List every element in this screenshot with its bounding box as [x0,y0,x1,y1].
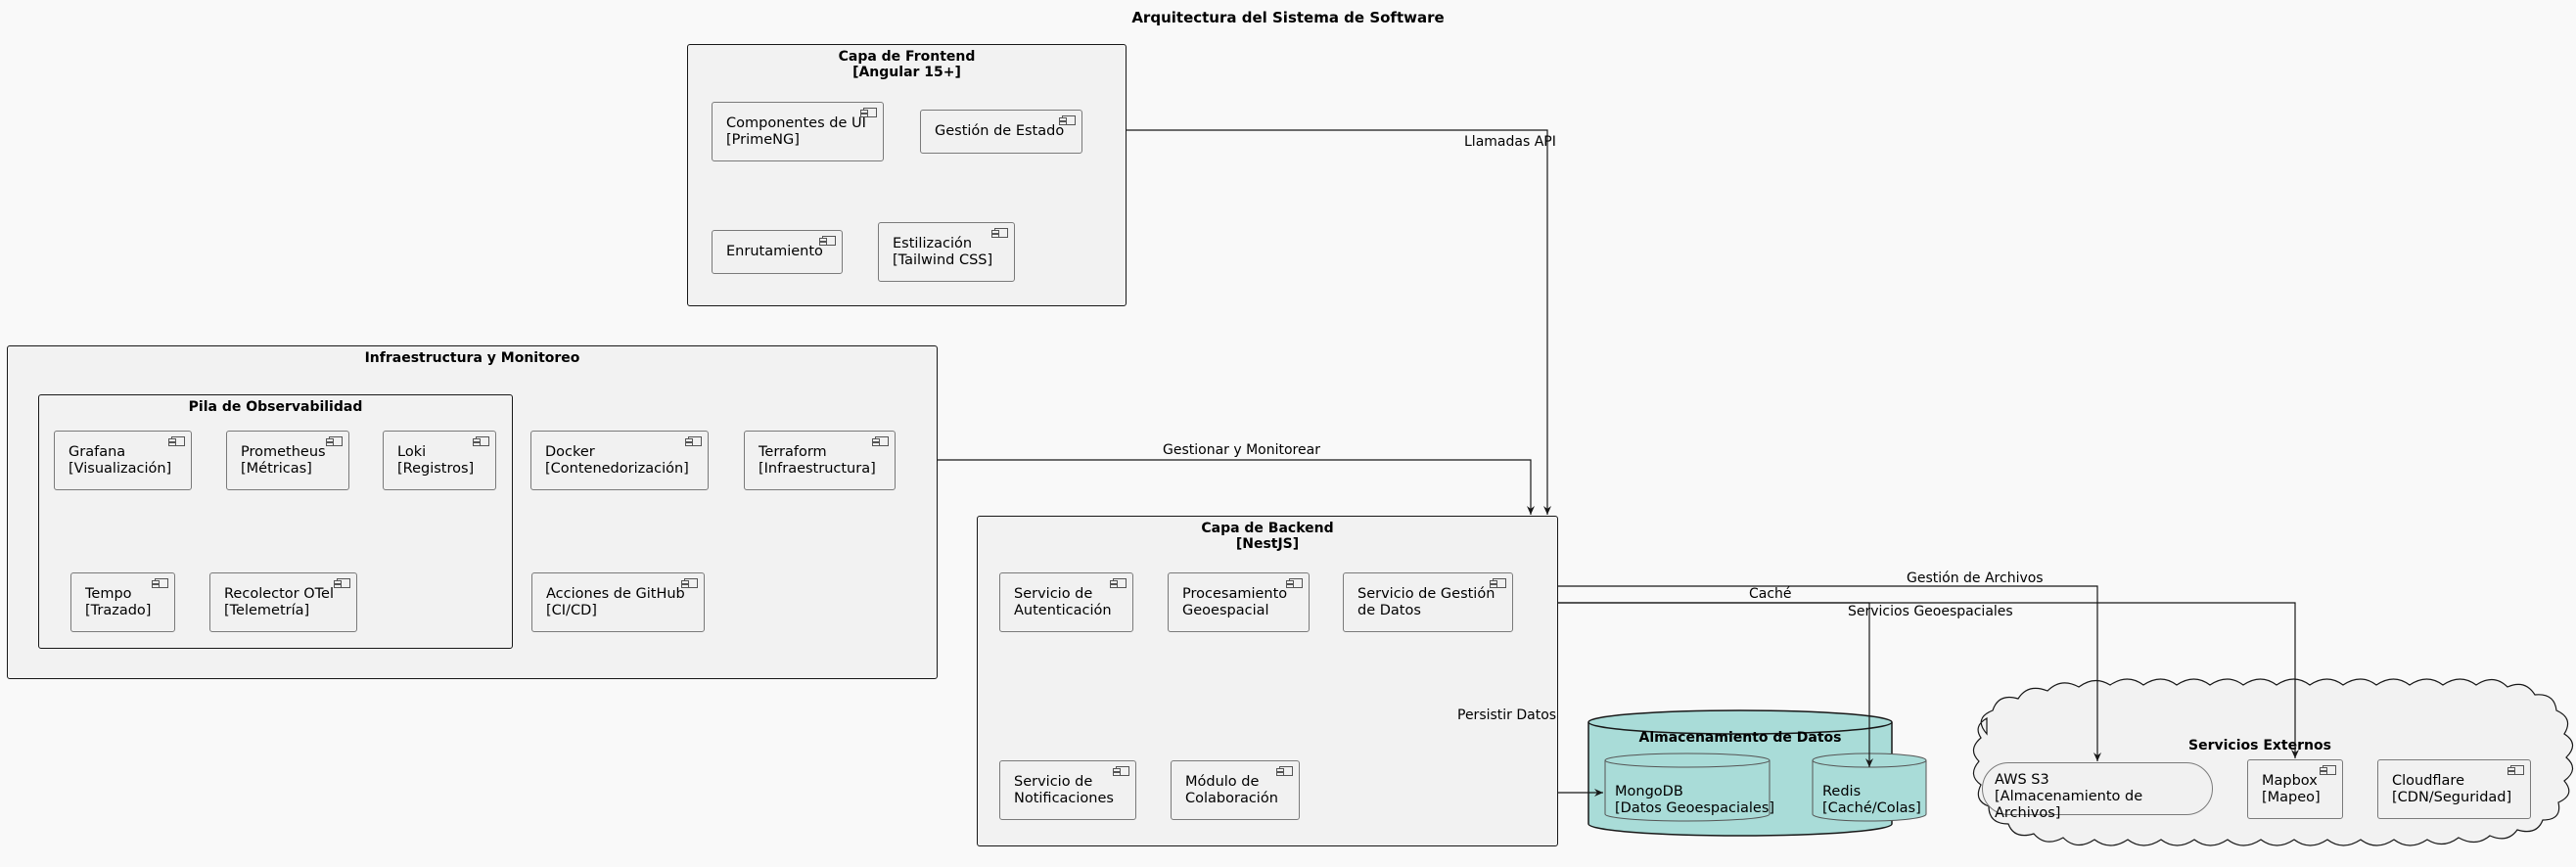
component-geo-processing: Procesamiento Geoespacial [1168,572,1310,632]
edge-label-file-management: Gestión de Archivos [1907,570,2044,586]
component-loki: Loki [Registros] [383,431,496,490]
component-auth-service: Servicio de Autenticación [999,572,1133,632]
component-icon [334,578,350,588]
component-icon [2507,765,2524,775]
component-tempo: Tempo [Trazado] [70,572,175,632]
component-github-actions: Acciones de GitHub [CI/CD] [531,572,705,632]
component-icon [2320,765,2336,775]
component-icon [1276,766,1293,776]
component-aws-s3: AWS S3 [Almacenamiento de Archivos] [1982,762,2213,821]
edge-label-manage-monitor: Gestionar y Monitorear [1163,442,1320,458]
component-icon [1059,115,1076,125]
edge-label-cache: Caché [1749,586,1792,602]
edge-file-management [1558,585,2101,761]
backend-layer-title: Capa de Backend [NestJS] [1201,521,1334,552]
edge-geo-services [1558,602,2299,758]
observability-title: Pila de Observabilidad [188,399,363,415]
component-docker: Docker [Contenedorización] [530,431,709,490]
edge-label-api-calls: Llamadas API [1464,134,1556,150]
redis-cylinder [1812,753,1927,822]
edge-manage-monitor [938,459,1535,515]
component-mapbox: Mapbox [Mapeo] [2247,759,2343,819]
component-icon [1490,578,1506,588]
edge-api-calls [1127,129,1551,515]
redis-label: Redis [Caché/Colas] [1822,784,1921,816]
frontend-layer-title: Capa de Frontend [Angular 15+] [838,49,976,80]
component-ui-components: Componentes de UI [PrimeNG] [712,102,884,161]
component-icon [1110,578,1127,588]
component-state-management: Gestión de Estado [920,110,1082,154]
diagram-title: Arquitectura del Sistema de Software [1131,9,1445,26]
component-grafana: Grafana [Visualización] [54,431,192,490]
component-icon [685,436,702,446]
component-routing: Enrutamiento [712,230,843,274]
component-icon [860,108,877,117]
component-icon [681,578,698,588]
component-terraform: Terraform [Infraestructura] [744,431,896,490]
component-prometheus: Prometheus [Métricas] [226,431,349,490]
component-styling: Estilización [Tailwind CSS] [878,222,1015,282]
component-icon [991,228,1008,238]
component-otel-collector: Recolector OTel [Telemetría] [209,572,357,632]
component-collaboration: Módulo de Colaboración [1171,760,1300,820]
infrastructure-title: Infraestructura y Monitoreo [364,350,580,366]
edge-label-geo-services: Servicios Geoespaciales [1848,604,2013,619]
component-icon [819,236,836,246]
component-icon [872,436,889,446]
edge-label-persist-data: Persistir Datos [1457,707,1557,723]
mongodb-label: MongoDB [Datos Geoespaciales] [1615,784,1775,816]
component-data-management: Servicio de Gestión de Datos [1343,572,1513,632]
component-icon [168,436,185,446]
mongodb-cylinder [1604,753,1771,822]
component-cloudflare: Cloudflare [CDN/Seguridad] [2377,759,2531,819]
component-notifications: Servicio de Notificaciones [999,760,1136,820]
component-icon [326,436,343,446]
component-icon [1286,578,1303,588]
component-icon [1113,766,1129,776]
component-icon [473,436,489,446]
storage-title: Almacenamiento de Datos [1638,730,1842,746]
component-icon [152,578,168,588]
